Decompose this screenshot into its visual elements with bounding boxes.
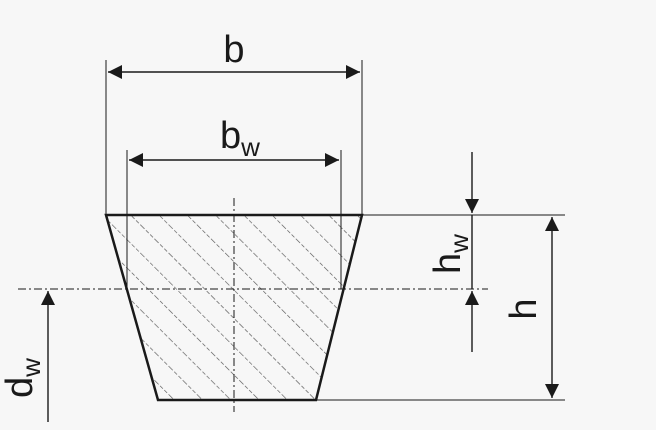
label-dw: dw	[0, 358, 46, 398]
label-bw: bw	[220, 115, 260, 162]
label-h: h	[503, 298, 545, 319]
label-b: b	[223, 29, 244, 71]
label-hw: hw	[427, 234, 474, 274]
